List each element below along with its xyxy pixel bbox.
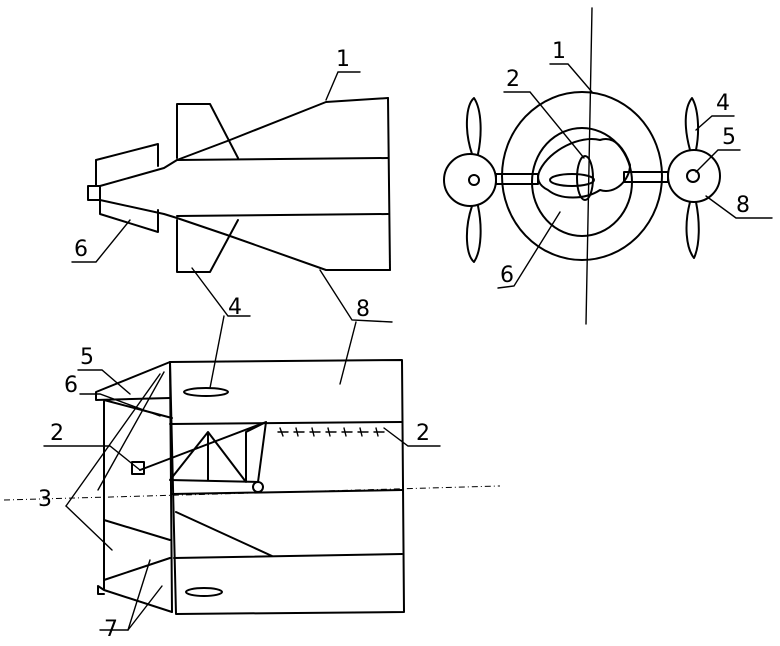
left-blade-bottom [467,206,481,262]
left-hub [469,175,479,185]
box-outline [170,360,404,614]
label-4: 4 [228,295,242,320]
label-s2r: 2 [416,421,430,446]
label-8: 8 [356,297,370,322]
outer-ring [502,92,662,260]
box-line-3 [174,554,402,558]
label-s6: 6 [64,373,78,398]
hull-front-edge [388,98,390,270]
leader-s3c [66,506,112,550]
hull-outline [100,98,390,270]
front-view: 1 2 6 4 5 8 [444,8,772,324]
label-s7: 7 [104,617,118,642]
leader-1 [326,72,360,100]
tail-stub [88,186,100,200]
center-blade-cross [550,174,594,186]
leader-s4 [210,316,224,388]
right-hub [687,170,699,182]
label-f6: 6 [500,263,514,288]
box-line-2 [172,490,402,494]
leader-f1 [550,64,592,92]
label-1: 1 [336,47,350,72]
left-blade-top [467,98,481,154]
frame-diag-2 [104,520,170,540]
label-s5: 5 [80,345,94,370]
label-s3: 3 [38,487,52,512]
tail-plate [96,144,158,232]
hull-line-lower [177,214,388,216]
side-view: 5 6 2 3 7 2 [4,316,500,642]
fin-upper [177,104,238,158]
label-s2l: 2 [50,421,64,446]
tail-frame [96,362,172,612]
leader-s2l [44,446,140,470]
label-f1: 1 [552,39,566,64]
leader-s8 [340,322,356,384]
blade-row [278,428,384,436]
frame-diag-3 [104,558,170,580]
box-diag [176,512,272,556]
truss-node [253,482,263,492]
right-blade-top [686,98,698,150]
truss [140,422,266,482]
top-view: 1 6 4 8 [72,47,392,322]
leader-s2r [384,428,440,446]
label-f2: 2 [506,67,520,92]
slot-top [184,388,228,396]
frame-diag-1 [104,400,172,418]
tail-cloud [538,139,630,197]
hull-line-upper [177,158,388,160]
label-f5: 5 [722,125,736,150]
right-blade-bottom [687,202,699,258]
label-6: 6 [74,237,88,262]
right-hub-ring [668,150,720,202]
label-f8: 8 [736,193,750,218]
box-line-1 [170,422,402,424]
slot-bottom [186,588,222,596]
label-f4: 4 [716,91,730,116]
center-blade [577,156,593,200]
